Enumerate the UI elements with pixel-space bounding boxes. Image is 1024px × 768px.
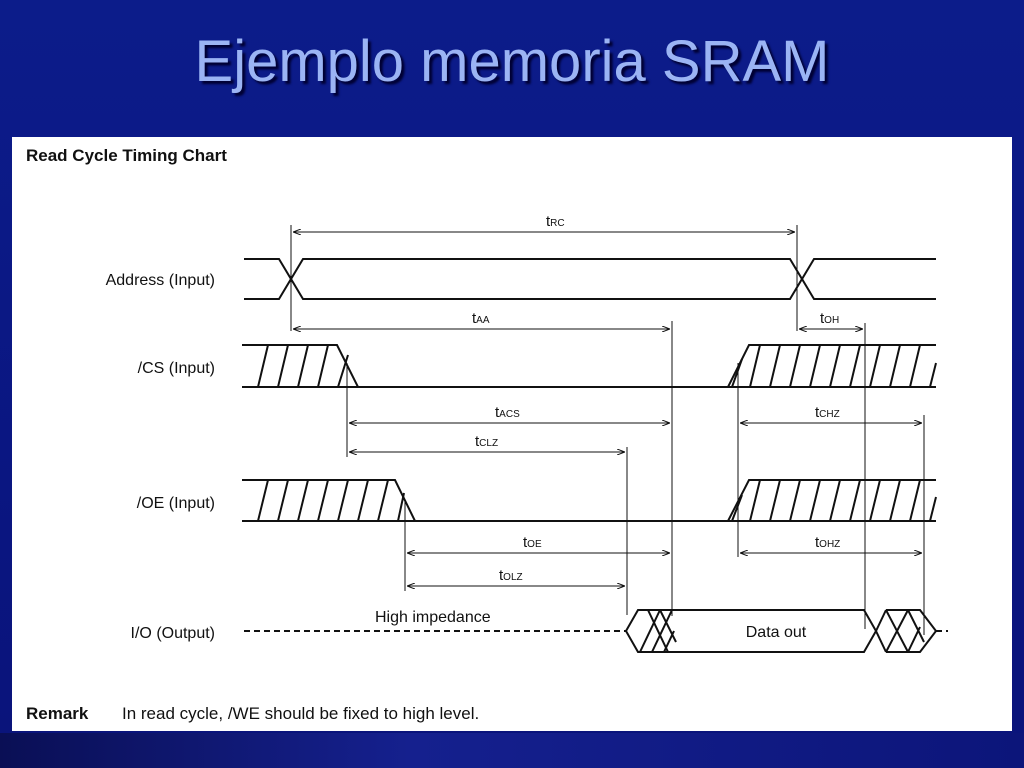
timing-label-tacs: tACS <box>495 404 520 421</box>
address-waveform <box>244 258 936 300</box>
high-impedance-label: High impedance <box>375 609 491 626</box>
timing-label-toh: tOH <box>820 310 839 327</box>
io-waveform <box>244 609 948 653</box>
signal-label-io: I/O (Output) <box>131 625 215 642</box>
timing-label-tohz: tOHZ <box>815 534 840 551</box>
footer-bar <box>0 733 1024 768</box>
remark-label: Remark <box>26 704 89 723</box>
timing-label-trc: tRC <box>546 213 565 230</box>
cs-waveform <box>242 344 937 388</box>
signal-label-address: Address (Input) <box>106 272 215 289</box>
slide-title: Ejemplo memoria SRAM <box>194 29 830 94</box>
timing-label-taa: tAA <box>472 310 490 327</box>
data-out-label: Data out <box>746 624 807 641</box>
oe-waveform <box>242 479 937 522</box>
timing-label-tchz: tCHZ <box>815 404 840 421</box>
signal-label-cs: /CS (Input) <box>138 360 215 377</box>
remark-text: In read cycle, /WE should be fixed to hi… <box>122 704 479 723</box>
timing-chart-panel: Read Cycle Timing Chart Address (Input) … <box>12 137 1012 731</box>
timing-diagram: Read Cycle Timing Chart Address (Input) … <box>26 146 948 723</box>
timing-label-tolz: tOLZ <box>499 567 523 584</box>
signal-label-oe: /OE (Input) <box>137 495 215 512</box>
timing-label-toe: tOE <box>523 534 542 551</box>
timing-label-tclz: tCLZ <box>475 433 498 450</box>
chart-title: Read Cycle Timing Chart <box>26 146 227 165</box>
